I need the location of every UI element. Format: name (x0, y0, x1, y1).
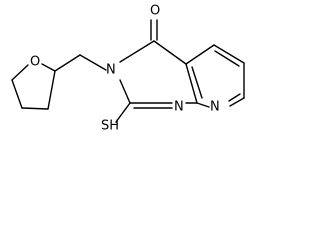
bond-ch2-n3 (79, 54, 107, 71)
carbonyl-oxygen-label: O (150, 4, 160, 19)
bond-c8a-c4a-double (191, 66, 203, 99)
bond-n8-c8a (196, 102, 210, 108)
bond-c5-c6 (213, 44, 245, 64)
methylene-linker (54, 54, 107, 72)
bond-c4a-c4 (153, 40, 187, 65)
thiol-label: SH (101, 119, 119, 134)
bond-c7-n8 (229, 97, 245, 107)
bond-thf-c2-o (41, 63, 56, 72)
bond-c8a-c4a (185, 63, 198, 104)
n8-nitrogen-label: N (210, 100, 220, 115)
bond-c7-n8-double (228, 93, 241, 102)
bond-c5-c6-double (214, 50, 240, 67)
bond-c2-s (115, 102, 131, 123)
bond-thf-c4-c3 (21, 107, 49, 110)
bond-thf-ch2 (54, 54, 81, 72)
bond-c4a-c5 (185, 44, 215, 65)
thiol-group (115, 102, 131, 123)
bond-n3-c2 (119, 79, 131, 104)
tetrahydrofuran-ring (11, 63, 56, 110)
molecule-structure: O N O SH N N (11, 4, 245, 134)
n3-nitrogen-label: N (106, 63, 116, 78)
bond-n3-c4 (119, 40, 155, 63)
carbonyl-group (150, 19, 158, 41)
pyrimidinone-ring (119, 40, 198, 109)
pyridine-ring (185, 44, 245, 108)
ring-oxygen-label: O (30, 55, 40, 70)
bond-thf-c5-c4 (11, 79, 23, 109)
bond-thf-c3-c2 (47, 70, 56, 110)
bond-thf-o-c5 (11, 64, 29, 81)
n1-nitrogen-label: N (174, 100, 184, 115)
